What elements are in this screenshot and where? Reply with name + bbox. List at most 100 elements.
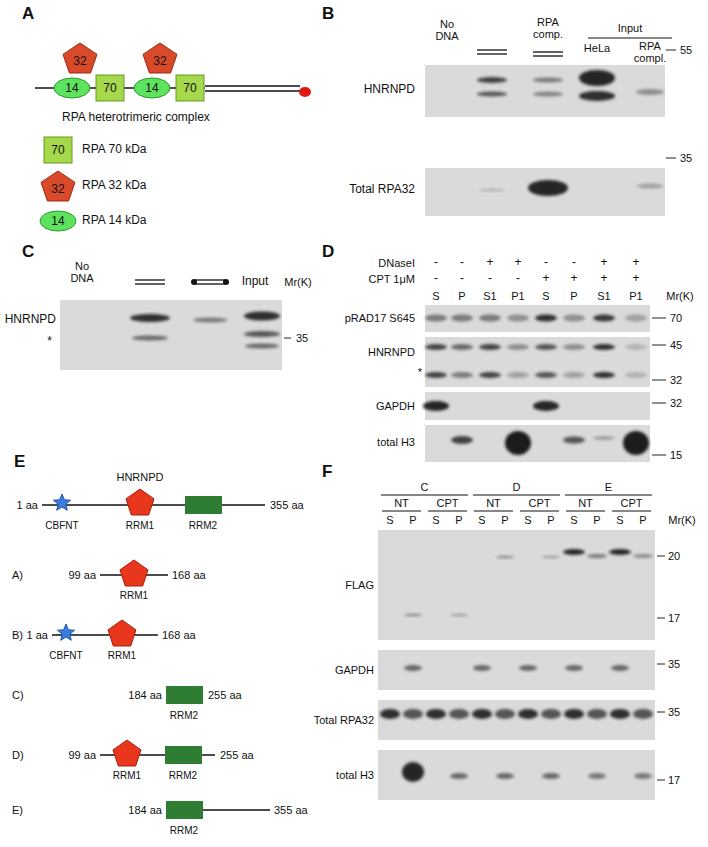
figure-label: - — [516, 272, 520, 285]
figure-label: 1 aa — [17, 499, 38, 511]
blot-band — [426, 709, 446, 719]
figure-label: CPT — [621, 497, 643, 509]
figure-label: total H3 — [377, 436, 415, 448]
blot-band — [587, 554, 607, 558]
figure-label: CPT 1μM — [369, 273, 415, 285]
blot-band — [634, 773, 652, 779]
blot-band — [609, 549, 631, 555]
blot-band — [403, 709, 423, 719]
figure-label: P — [639, 514, 646, 526]
drawing — [35, 38, 676, 819]
line-mark — [657, 712, 665, 713]
figure-label: RRM2 — [170, 825, 198, 836]
line-mark — [428, 510, 467, 511]
rpa14-oval: 14 — [134, 78, 170, 98]
blot-band — [450, 614, 468, 617]
node-text: 32 — [73, 50, 86, 67]
figure-label: 55 — [680, 44, 692, 56]
figure-label: Mr(K) — [668, 514, 696, 526]
blot-band — [542, 556, 560, 559]
blot-band — [535, 372, 557, 378]
blot-membrane — [378, 700, 655, 740]
blot-band — [535, 344, 557, 350]
figure-label: 35 — [296, 332, 308, 344]
figure-label: RPA compl. — [627, 40, 673, 64]
square-outline — [44, 137, 72, 163]
blot-band — [507, 344, 529, 350]
figure-label: 255 aa — [220, 749, 254, 761]
cbfnt-domain — [57, 624, 74, 640]
figure-label: + — [632, 256, 639, 269]
blot-band — [479, 372, 501, 378]
figure-label: + — [486, 256, 493, 269]
blot-band — [507, 372, 529, 378]
figure-label: 17 — [668, 774, 680, 786]
rrm2-domain — [185, 496, 222, 514]
oval-outline — [54, 78, 90, 98]
line-mark — [652, 403, 666, 404]
figure-label: NT — [394, 497, 409, 509]
cbfnt-domain — [53, 494, 70, 510]
figure-label: S1 — [597, 290, 610, 302]
line-mark — [205, 90, 300, 91]
node-text: 32 — [51, 178, 64, 195]
blot-band — [633, 554, 653, 558]
blot-band — [479, 344, 501, 350]
figure-label: RPA 32 kDa — [82, 179, 146, 192]
figure-label: D — [513, 481, 521, 493]
figure-label: 70 — [670, 312, 682, 324]
line-mark — [565, 494, 652, 495]
rrm1-domain — [108, 620, 136, 646]
blot-band — [451, 344, 473, 350]
blot-band — [588, 773, 606, 779]
line-mark — [566, 510, 605, 511]
panel-letter: A — [22, 5, 34, 24]
blot-band — [425, 344, 447, 350]
figure-label: 32 — [670, 397, 682, 409]
node-text: 70 — [103, 82, 116, 94]
blot-membrane — [425, 65, 665, 117]
blot-band — [563, 315, 585, 322]
figure-label: P — [409, 514, 416, 526]
figure-label: GAPDH — [376, 400, 415, 412]
blot-band — [533, 92, 563, 97]
figure-label: * — [418, 366, 422, 378]
figure-label: HNRNPD — [5, 313, 56, 326]
figure-label: No DNA — [66, 260, 98, 284]
line-mark — [382, 510, 421, 511]
square-outline — [96, 75, 124, 101]
blot-band — [449, 709, 469, 719]
line-mark — [657, 618, 665, 619]
figure-label: P — [593, 514, 600, 526]
figure-label: 1 aa — [27, 629, 48, 641]
blot-membrane — [425, 337, 650, 387]
blot-band — [625, 344, 647, 350]
line-mark — [135, 279, 165, 280]
node-text: 70 — [183, 82, 196, 94]
line-mark — [657, 664, 665, 665]
blot-band — [593, 344, 615, 350]
line-mark — [284, 338, 291, 339]
blot-band — [593, 315, 615, 322]
line-mark — [657, 556, 665, 557]
blot-membrane — [425, 392, 650, 420]
line-mark — [135, 283, 165, 284]
blot-band — [533, 401, 559, 411]
figure-label: - — [460, 256, 464, 269]
blot-band — [563, 549, 585, 555]
figure-label: - — [488, 272, 492, 285]
line-mark — [205, 85, 300, 86]
blot-band — [633, 709, 653, 719]
blot-band — [611, 665, 629, 671]
figure-label: S — [616, 514, 623, 526]
line-mark — [474, 510, 513, 511]
panel-letter: C — [22, 243, 34, 262]
line-mark — [195, 279, 225, 280]
blot-band — [528, 180, 568, 196]
figure-label: D) — [12, 749, 24, 761]
blot-band — [519, 665, 537, 671]
figure-label: FLAG — [345, 579, 374, 591]
figure-label: RRM2 — [189, 520, 217, 531]
figure-label: 168 aa — [172, 569, 206, 581]
figure-label: 15 — [670, 449, 682, 461]
